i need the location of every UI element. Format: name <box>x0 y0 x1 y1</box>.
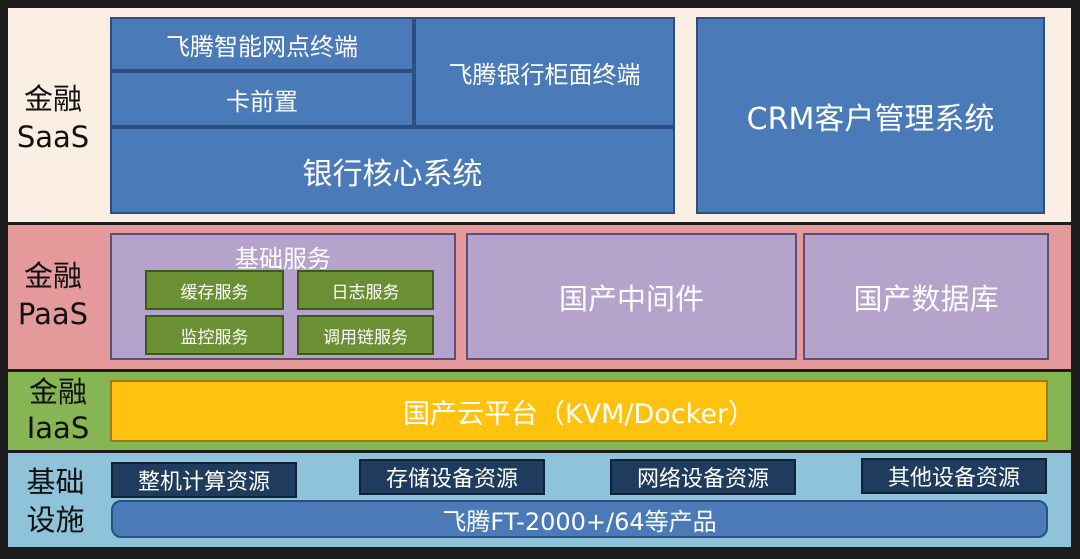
network-resource-box: 网络设备资源 <box>610 459 796 495</box>
infra-layer-label: 基础 设施 <box>8 463 103 539</box>
paas-label-line2: PaaS <box>17 297 89 331</box>
card-front-label: 卡前置 <box>226 87 298 116</box>
storage-resource-label: 存储设备资源 <box>385 467 518 492</box>
crm-label: CRM客户管理系统 <box>746 101 995 137</box>
infra-label-line1: 基础 <box>26 465 85 499</box>
database-box: 国产数据库 <box>803 233 1049 360</box>
cloud-platform-box: 国产云平台（KVM/Docker） <box>110 380 1048 442</box>
cache-service-label: 缓存服务 <box>180 282 249 303</box>
saas-label-line2: SaaS <box>16 120 90 154</box>
paas-label-line1: 金融 <box>23 259 82 293</box>
smart-branch-terminal-label: 飞腾智能网点终端 <box>166 32 358 61</box>
crm-box: CRM客户管理系统 <box>696 17 1045 214</box>
saas-label-line1: 金融 <box>23 82 82 116</box>
iaas-layer-label: 金融 IaaS <box>8 374 108 446</box>
trace-service-box: 调用链服务 <box>297 315 434 355</box>
compute-resource-label: 整机计算资源 <box>137 470 270 495</box>
counter-terminal-label: 飞腾银行柜面终端 <box>448 60 641 89</box>
database-label: 国产数据库 <box>853 281 999 316</box>
middleware-box: 国产中间件 <box>466 233 797 360</box>
iaas-label-line1: 金融 <box>28 375 87 409</box>
smart-branch-terminal-box: 飞腾智能网点终端 <box>110 17 414 71</box>
counter-terminal-box: 飞腾银行柜面终端 <box>414 17 675 127</box>
storage-resource-box: 存储设备资源 <box>359 459 545 495</box>
network-resource-label: 网络设备资源 <box>636 467 769 492</box>
paas-layer-label: 金融 PaaS <box>8 257 98 333</box>
other-resource-box: 其他设备资源 <box>861 458 1047 494</box>
monitor-service-box: 监控服务 <box>145 315 284 355</box>
cache-service-box: 缓存服务 <box>145 270 284 310</box>
iaas-label-line2: IaaS <box>26 411 90 445</box>
product-strip-label: 飞腾FT-2000+/64等产品 <box>442 507 717 536</box>
log-service-label: 日志服务 <box>331 282 400 303</box>
other-resource-label: 其他设备资源 <box>887 466 1020 491</box>
core-banking-box: 银行核心系统 <box>110 127 675 214</box>
compute-resource-box: 整机计算资源 <box>111 462 297 498</box>
monitor-service-label: 监控服务 <box>180 327 249 348</box>
basic-services-title: 基础服务 <box>235 245 331 273</box>
log-service-box: 日志服务 <box>297 270 434 310</box>
cloud-platform-label: 国产云平台（KVM/Docker） <box>402 398 756 430</box>
saas-layer-label: 金融 SaaS <box>8 80 98 156</box>
card-front-box: 卡前置 <box>110 71 414 127</box>
core-banking-label: 银行核心系统 <box>302 156 483 192</box>
product-strip-box: 飞腾FT-2000+/64等产品 <box>111 500 1048 538</box>
trace-service-label: 调用链服务 <box>323 327 408 348</box>
infra-label-line2: 设施 <box>26 503 85 537</box>
middleware-label: 国产中间件 <box>558 281 704 316</box>
